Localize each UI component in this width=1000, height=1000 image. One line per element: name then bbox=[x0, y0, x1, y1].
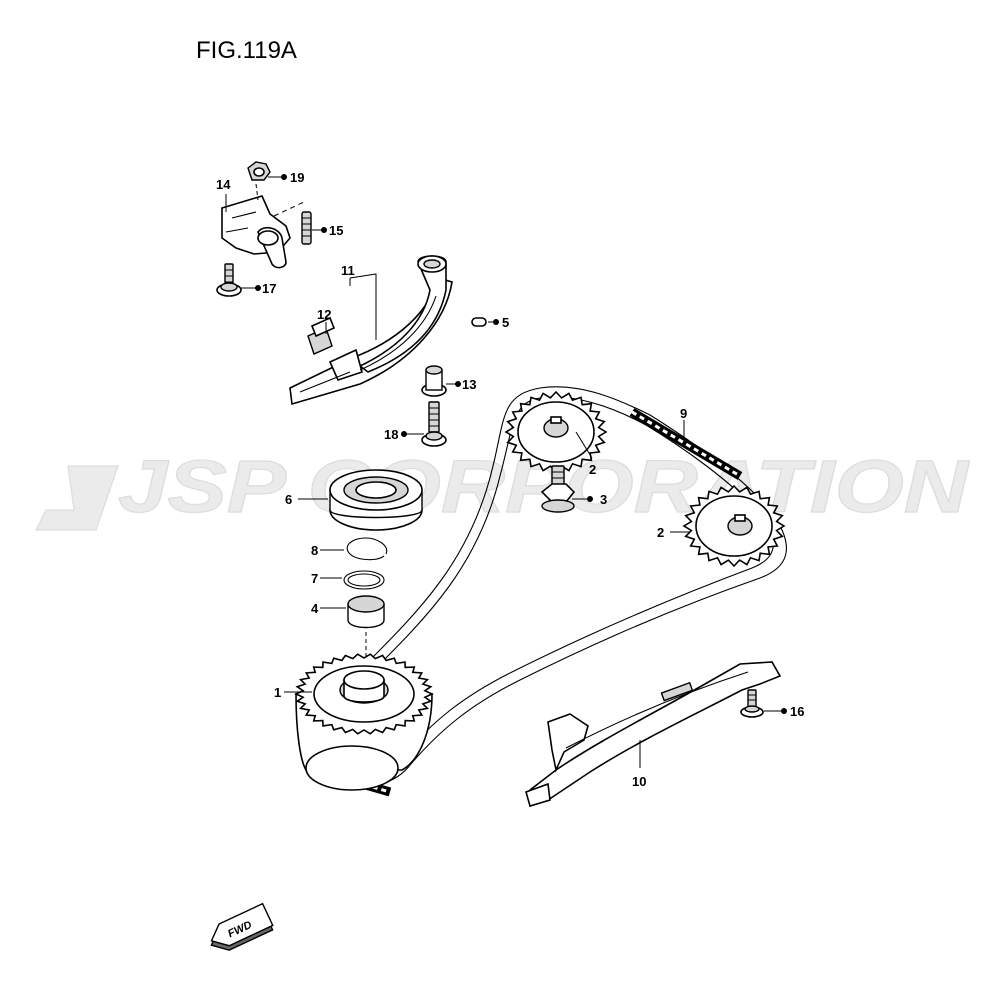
callout-12: 12 bbox=[317, 307, 331, 322]
callout-3: 3 bbox=[600, 492, 607, 507]
guide-bolt[interactable] bbox=[421, 401, 447, 447]
callout-18: 18 bbox=[384, 427, 398, 442]
callout-13: 13 bbox=[462, 377, 476, 392]
callout-8: 8 bbox=[311, 543, 318, 558]
dowel-pin[interactable] bbox=[471, 317, 487, 327]
o-ring[interactable] bbox=[343, 570, 385, 590]
tensioner-guide[interactable] bbox=[289, 255, 453, 406]
circlip[interactable] bbox=[346, 537, 388, 561]
callout-16: 16 bbox=[790, 704, 804, 719]
idler-gear[interactable] bbox=[294, 653, 434, 791]
cam-sprocket-lower[interactable] bbox=[682, 484, 786, 568]
bearing[interactable] bbox=[329, 469, 423, 531]
callout-2-upper: 2 bbox=[589, 462, 596, 477]
stud-bolt[interactable] bbox=[301, 211, 312, 245]
callout-14: 14 bbox=[216, 177, 231, 192]
leader-dots bbox=[255, 174, 787, 714]
callout-15: 15 bbox=[329, 223, 343, 238]
guide-mount-bolt[interactable] bbox=[740, 689, 764, 718]
cam-sprocket-upper[interactable] bbox=[504, 390, 608, 474]
callout-7: 7 bbox=[311, 571, 318, 586]
sprocket-bolt[interactable] bbox=[540, 465, 576, 513]
tensioner-bolt[interactable] bbox=[216, 263, 242, 297]
callout-4: 4 bbox=[311, 601, 319, 616]
flange-nut[interactable] bbox=[247, 161, 271, 201]
bushing[interactable] bbox=[347, 595, 385, 660]
guide-collar[interactable] bbox=[421, 365, 447, 397]
chain-tensioner-body[interactable] bbox=[221, 195, 305, 269]
callout-5: 5 bbox=[502, 315, 509, 330]
callout-19: 19 bbox=[290, 170, 304, 185]
callout-2-lower: 2 bbox=[657, 525, 664, 540]
callout-10: 10 bbox=[632, 774, 646, 789]
fwd-arrow-icon: FWD bbox=[210, 902, 274, 951]
callout-9: 9 bbox=[680, 406, 687, 421]
chain-guide[interactable] bbox=[525, 661, 782, 808]
callouts: 1 2 2 3 4 5 6 7 8 9 10 11 12 13 14 15 16… bbox=[216, 170, 804, 789]
callout-6: 6 bbox=[285, 492, 292, 507]
callout-17: 17 bbox=[262, 281, 276, 296]
figure-title: FIG.119A bbox=[196, 37, 297, 64]
watermark: JSP CORPORATION bbox=[35, 444, 970, 531]
tensioner-pad[interactable] bbox=[307, 316, 336, 355]
callout-11: 11 bbox=[341, 263, 355, 278]
callout-1: 1 bbox=[274, 685, 281, 700]
